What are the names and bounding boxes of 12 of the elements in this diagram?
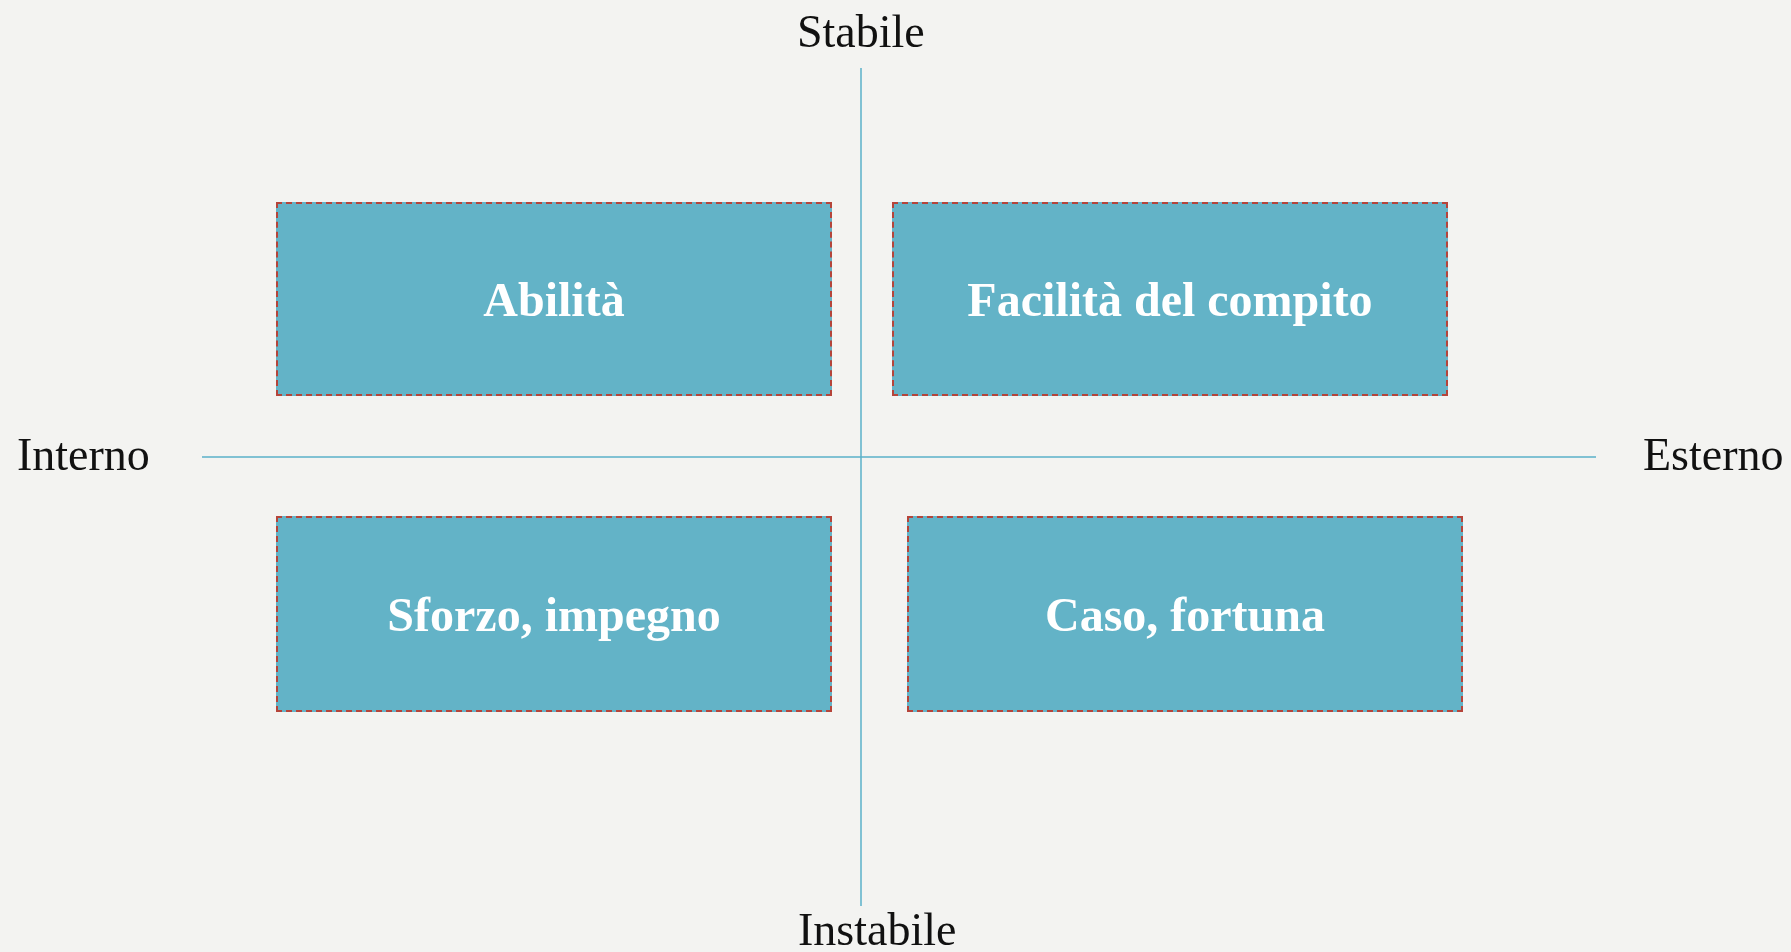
- axis-label-bottom: Instabile: [798, 907, 957, 952]
- quadrant-label: Facilità del compito: [967, 271, 1373, 327]
- quadrant-box: [276, 516, 832, 712]
- quadrant-box: [907, 516, 1463, 712]
- axis-label-top: Stabile: [797, 9, 925, 55]
- quadrant-box: [892, 202, 1448, 396]
- quadrant-box: [276, 202, 832, 396]
- quadrant-label: Caso, fortuna: [1045, 586, 1325, 642]
- quadrant-label: Sforzo, impegno: [387, 586, 721, 642]
- axis-label-right: Esterno: [1643, 432, 1784, 478]
- axis-label-left: Interno: [17, 432, 150, 478]
- quadrant-label: Abilità: [483, 271, 625, 327]
